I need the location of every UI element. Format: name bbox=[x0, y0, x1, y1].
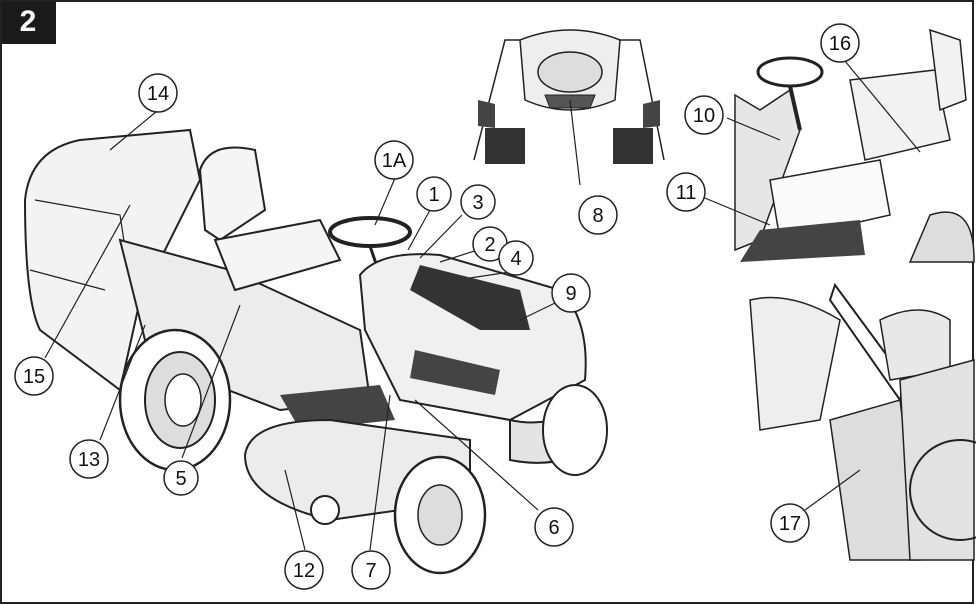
callout-9-circle bbox=[551, 273, 591, 313]
callout-8-circle bbox=[578, 195, 618, 235]
callout-14: 14 bbox=[147, 83, 169, 105]
callout-5: 5 bbox=[175, 468, 186, 490]
callout-7-circle bbox=[351, 550, 391, 590]
inset-front-view bbox=[473, 24, 665, 186]
callout-4-circle bbox=[498, 240, 534, 276]
leader-lines bbox=[44, 110, 556, 551]
callout-1: 1 bbox=[428, 184, 439, 206]
callout-15: 15 bbox=[23, 366, 45, 388]
callout-11-circle bbox=[666, 172, 706, 212]
figure-number-badge: 2 bbox=[0, 0, 56, 44]
callout-6: 6 bbox=[548, 517, 559, 539]
inset-rear-detail bbox=[749, 282, 976, 561]
callout-15-circle bbox=[14, 356, 54, 396]
callout-13-circle bbox=[69, 439, 109, 479]
callout-7: 7 bbox=[365, 560, 376, 582]
main-mower-illustration bbox=[23, 128, 608, 575]
callout-16-circle bbox=[820, 23, 860, 63]
callout-11: 11 bbox=[676, 182, 697, 204]
callout-17-circle bbox=[770, 503, 810, 543]
callout-1a-circle bbox=[374, 140, 414, 180]
callout-3: 3 bbox=[472, 192, 483, 214]
callout-6-circle bbox=[534, 507, 574, 547]
callout-1-circle bbox=[416, 176, 452, 212]
callout-2: 2 bbox=[484, 234, 495, 256]
callout-13: 13 bbox=[78, 449, 100, 471]
callout-5-circle bbox=[163, 460, 199, 496]
callout-10: 10 bbox=[693, 105, 715, 127]
inset-seat-detail bbox=[699, 28, 975, 263]
callout-17: 17 bbox=[779, 513, 801, 535]
callout-10-circle bbox=[684, 95, 724, 135]
callout-1a: 1A bbox=[382, 150, 407, 172]
callout-16: 16 bbox=[829, 33, 851, 55]
callout-3-circle bbox=[460, 184, 496, 220]
callout-14-circle bbox=[138, 73, 178, 113]
callout-4: 4 bbox=[510, 248, 521, 270]
callout-9: 9 bbox=[565, 283, 576, 305]
callout-8: 8 bbox=[592, 205, 603, 227]
callout-12: 12 bbox=[293, 560, 315, 582]
callout-12-circle bbox=[284, 550, 324, 590]
